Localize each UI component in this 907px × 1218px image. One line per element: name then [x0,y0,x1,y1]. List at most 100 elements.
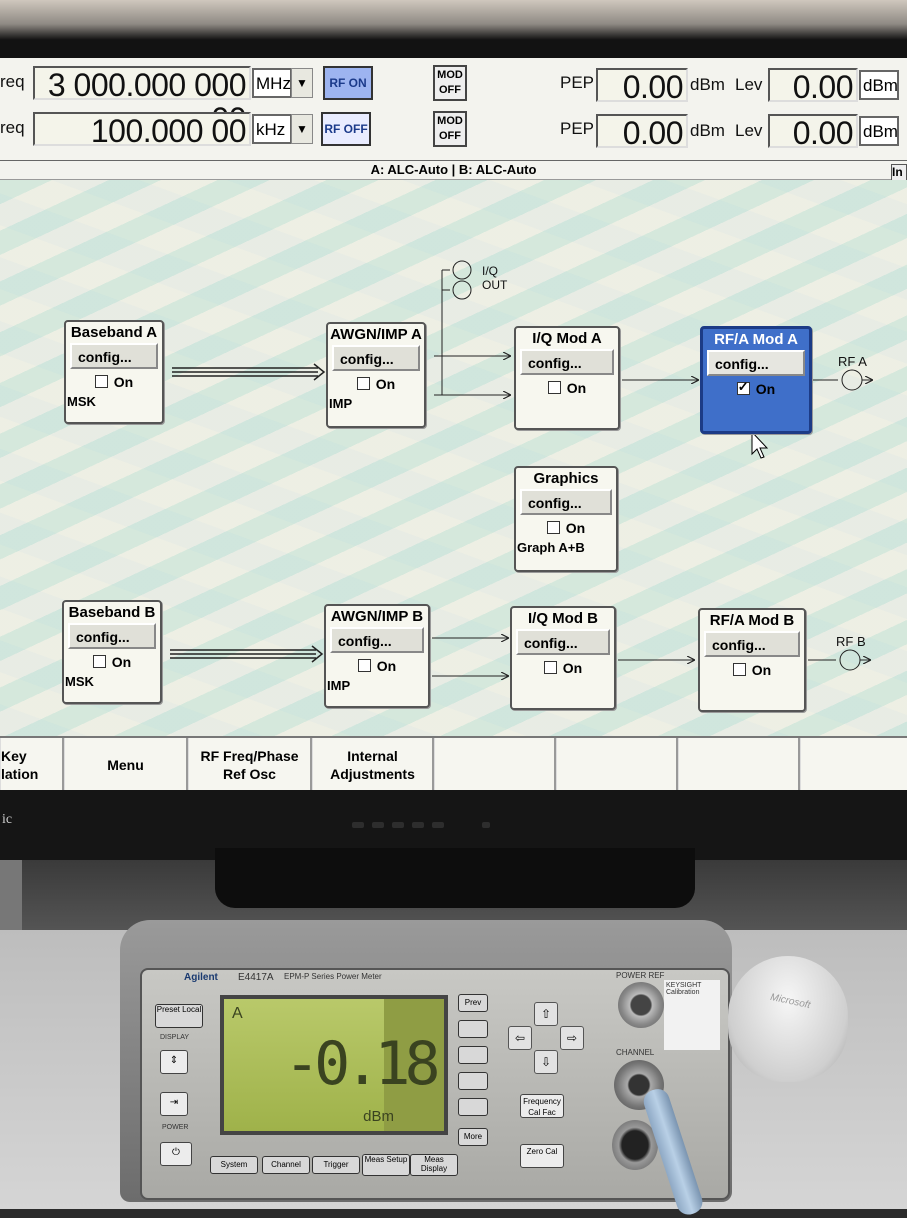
checkbox-icon[interactable] [94,375,108,388]
softkey-label: Ref Osc [223,766,276,782]
arrow-right-icon[interactable]: ⇨ [560,1026,584,1050]
power-button[interactable]: ⏻ [160,1142,192,1166]
arrow-down-icon[interactable]: ⇩ [534,1050,558,1074]
on-label: On [565,520,586,536]
display-toggle-button[interactable]: ⇕ [160,1050,188,1074]
rf-a-mod-a-block[interactable]: RF/A Mod A config... On [700,326,812,434]
iq-mod-a-config-button[interactable]: config... [520,349,614,375]
checkbox-icon[interactable] [546,521,560,534]
level-unit-b[interactable]: dBm [859,116,899,146]
awgn-imp-b-block[interactable]: AWGN/IMP B config... On IMP [324,604,430,708]
softkey-menu[interactable]: Menu [64,738,188,790]
freq-unit-a[interactable]: MHz [252,68,292,98]
graphics-on-toggle[interactable]: On [516,520,616,536]
mod-label: MOD [437,69,463,81]
monitor-button[interactable] [432,822,444,828]
checkbox-icon[interactable] [356,377,370,390]
iq-mod-b-on-toggle[interactable]: On [512,660,614,676]
baseband-b-config-button[interactable]: config... [68,623,156,649]
baseband-b-to-awgn-b-arrow [170,645,324,663]
iq-mod-b-config-button[interactable]: config... [516,629,610,655]
display-window-button[interactable]: ⇥ [160,1092,188,1116]
chevron-down-icon[interactable]: ▼ [291,114,313,144]
monitor-button[interactable] [392,822,404,828]
iq-mod-a-on-toggle[interactable]: On [516,380,618,396]
block-title: AWGN/IMP B [330,608,424,625]
trigger-button[interactable]: Trigger [312,1156,360,1174]
rf-on-button[interactable]: RF ON [323,66,373,100]
zero-cal-button[interactable]: Zero Cal [520,1144,564,1168]
level-field-a[interactable]: 0.00 [768,68,858,104]
meas-display-button[interactable]: Meas Display [410,1154,458,1176]
block-title: Baseband B [68,604,156,621]
rf-a-config-button[interactable]: config... [707,350,805,376]
more-button[interactable]: More [458,1128,488,1146]
rf-a-mod-b-block[interactable]: RF/A Mod B config... On [698,608,806,712]
checkbox-checked-icon[interactable] [736,379,750,395]
baseband-a-block[interactable]: Baseband A config... On MSK [64,320,164,424]
mod-off-button-a[interactable]: MOD OFF [433,65,467,101]
frequency-field-a[interactable]: 3 000.000 000 00 [33,66,251,136]
meas-setup-button[interactable]: Meas Setup [362,1154,410,1176]
system-button[interactable]: System [210,1156,258,1174]
iq-mod-b-block[interactable]: I/Q Mod B config... On [510,606,616,710]
level-unit-a[interactable]: dBm [859,70,899,100]
checkbox-icon[interactable] [732,663,746,676]
rf-off-button[interactable]: RF OFF [321,112,371,146]
baseband-b-on-toggle[interactable]: On [64,654,160,670]
monitor-power-button[interactable] [482,822,490,828]
frequency-cal-fac-button[interactable]: Frequency Cal Fac [520,1094,564,1118]
monitor-button[interactable] [372,822,384,828]
preset-local-button[interactable]: Preset Local [155,1004,203,1028]
softkey-button[interactable] [458,1020,488,1038]
monitor-button[interactable] [412,822,424,828]
checkbox-icon[interactable] [92,655,106,668]
prev-button[interactable]: Prev [458,994,488,1012]
checkbox-icon[interactable] [547,381,561,394]
iq-mod-a-block[interactable]: I/Q Mod A config... On [514,326,620,430]
freq-unit-b[interactable]: kHz [252,114,292,144]
baseband-a-to-awgn-a-arrow [172,363,326,381]
iq-out-connector-icon [452,280,472,300]
block-title: AWGN/IMP A [330,326,422,343]
softkey-7[interactable] [678,738,800,790]
computer-mouse[interactable] [728,956,848,1082]
awgn-imp-a-block[interactable]: AWGN/IMP A config... On IMP [326,322,426,428]
rf-b-config-button[interactable]: config... [704,631,800,657]
awgn-b-on-toggle[interactable]: On [326,658,428,674]
arrow-left-icon[interactable]: ⇦ [508,1026,532,1050]
rf-b-on-toggle[interactable]: On [700,662,804,678]
chevron-down-icon[interactable]: ▼ [291,68,313,98]
awgn-a-on-toggle[interactable]: On [328,376,424,392]
calibration-sticker: KEYSIGHT Calibration [664,980,720,1050]
baseband-a-config-button[interactable]: config... [70,343,158,369]
iq-out-connector-icon [452,260,472,280]
iq-out-line1: I/Q [482,264,499,278]
level-field-b[interactable]: 0.00 [768,114,858,150]
monitor-button[interactable] [352,822,364,828]
softkey-button[interactable] [458,1072,488,1090]
graphics-config-button[interactable]: config... [520,489,612,515]
mod-off-button-b[interactable]: MOD OFF [433,111,467,147]
iq-out-line2: OUT [482,278,508,292]
softkey-5[interactable] [434,738,556,790]
awgn-b-config-button[interactable]: config... [330,627,424,653]
arrow-up-icon[interactable]: ⇧ [534,1002,558,1026]
softkey-button[interactable] [458,1098,488,1116]
frequency-field-b[interactable]: 100.000 00 [33,112,251,148]
softkey-6[interactable] [556,738,678,790]
baseband-b-block[interactable]: Baseband B config... On MSK [62,600,162,704]
softkey-8[interactable] [800,738,907,790]
power-ref-label: POWER REF [616,971,665,980]
softkey-button[interactable] [458,1046,488,1064]
graphics-block[interactable]: Graphics config... On Graph A+B [514,466,618,572]
awgn-a-config-button[interactable]: config... [332,345,420,371]
baseband-a-on-toggle[interactable]: On [66,374,162,390]
channel-button[interactable]: Channel [262,1156,310,1174]
checkbox-icon[interactable] [543,661,557,674]
rf-a-on-toggle[interactable]: On [703,379,809,397]
checkbox-icon[interactable] [357,659,371,672]
